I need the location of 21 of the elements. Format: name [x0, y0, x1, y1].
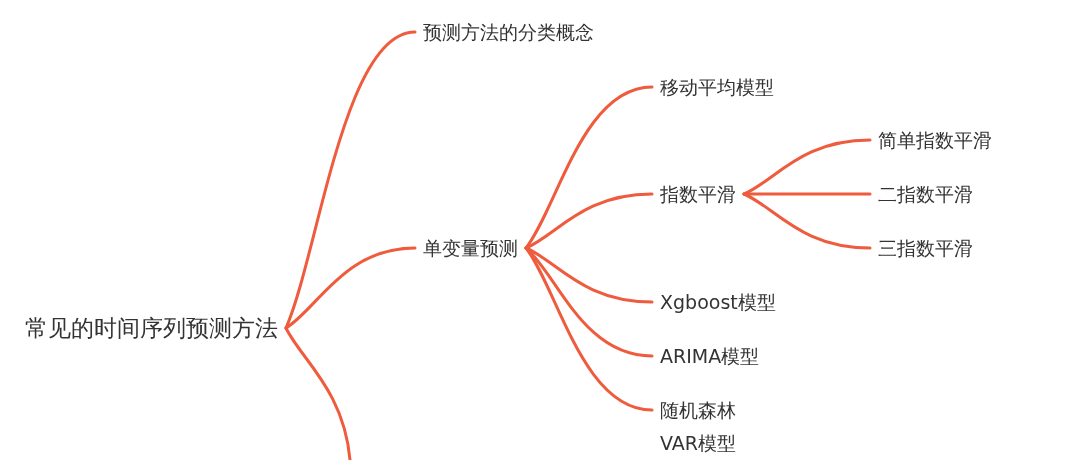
branch-line	[524, 85, 654, 250]
topic-label: 预测方法的分类概念	[415, 17, 602, 47]
topic-label: 三指数平滑	[870, 233, 981, 263]
topic-label: 移动平均模型	[652, 72, 782, 102]
branch-line	[524, 192, 654, 250]
branch-line	[742, 192, 872, 250]
topic-label: Xgboost模型	[652, 287, 784, 317]
branch-line	[524, 246, 654, 412]
branch-line	[742, 138, 872, 196]
topic-label: 随机森林	[652, 395, 744, 425]
branch-line	[284, 30, 417, 330]
branch-line	[524, 246, 654, 358]
topic-label: 二指数平滑	[870, 179, 981, 209]
topic-label: VAR模型	[652, 428, 744, 458]
branch-line	[284, 326, 352, 460]
topic-label: 单变量预测	[415, 233, 526, 263]
branch-line	[284, 246, 417, 330]
topic-label: ARIMA模型	[652, 341, 768, 371]
topic-label: 指数平滑	[652, 179, 744, 209]
topic-label: 简单指数平滑	[870, 125, 1000, 155]
central-topic: 常见的时间序列预测方法	[17, 313, 286, 343]
